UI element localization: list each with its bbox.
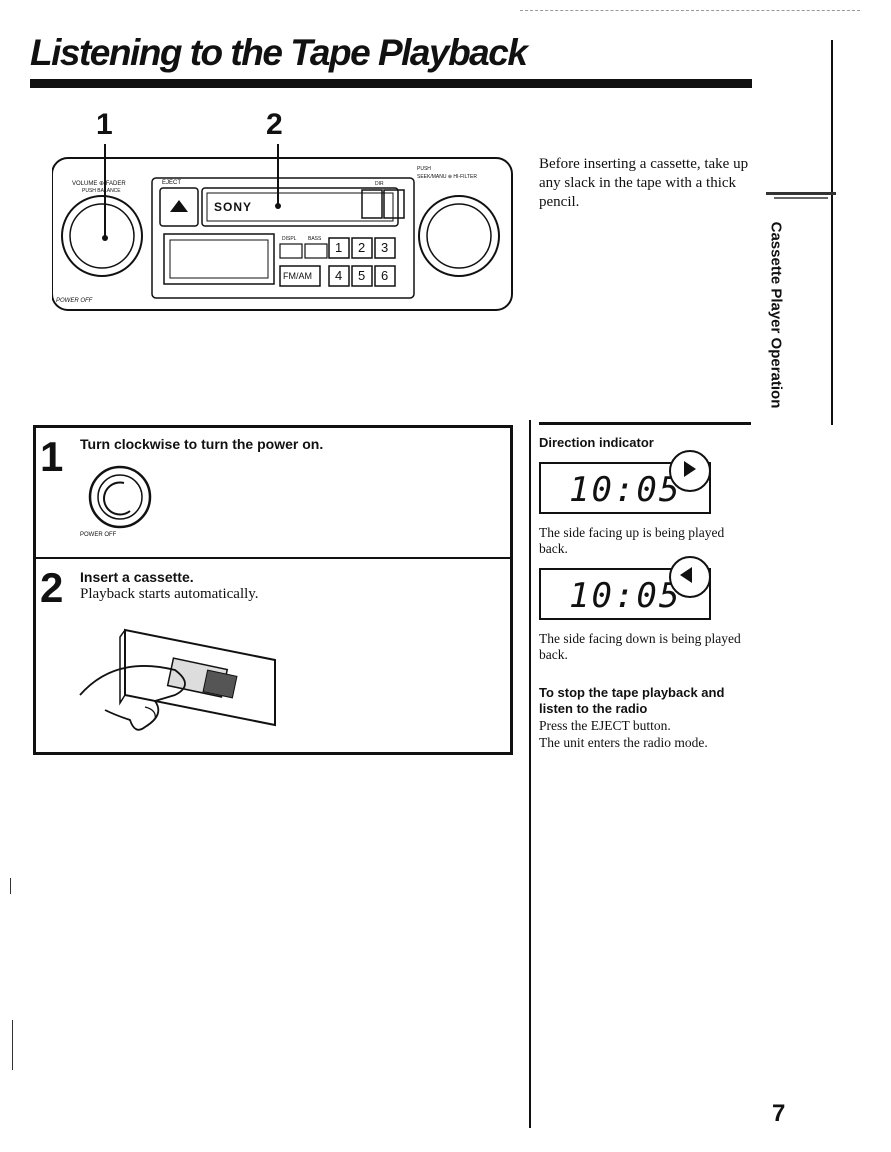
top-dashed-line xyxy=(520,10,860,11)
side-vertical-rule xyxy=(831,40,833,425)
display-2-caption: The side facing down is being played bac… xyxy=(539,631,741,662)
stereo-drawing xyxy=(52,144,513,311)
step-1-knob-label: POWER OFF xyxy=(80,532,117,538)
page-title: Listening to the Tape Playback xyxy=(30,32,528,73)
step-1-number: 1 xyxy=(40,433,64,480)
play-right-icon xyxy=(669,450,711,492)
display-side-down: 10:05 xyxy=(539,556,711,620)
label-seek-hifilter: SEEK/MANU ⊕ HI-FILTER xyxy=(417,174,477,180)
display-side-up: 10:05 xyxy=(539,450,711,514)
label-volume-fader: VOLUME ⊕ FADER xyxy=(72,181,126,187)
power-knob-icon xyxy=(80,465,160,530)
label-dir: DIR xyxy=(375,181,384,187)
label-push-balance: PUSH BALANCE xyxy=(82,188,121,194)
play-left-icon xyxy=(669,556,711,598)
column-rule xyxy=(529,420,531,1128)
label-disp: DISPL xyxy=(282,236,297,242)
step-1-heading: Turn clockwise to turn the power on. xyxy=(80,436,324,452)
side-tab-mark xyxy=(766,188,836,204)
stop-line-2: The unit enters the radio mode. xyxy=(539,735,708,750)
callout-2: 2 xyxy=(266,108,283,141)
preset-3: 3 xyxy=(381,240,389,255)
title-rule xyxy=(30,79,752,88)
stop-playback-heading: To stop the tape playback and listen to … xyxy=(539,685,725,716)
step-2-text: Playback starts automatically. xyxy=(80,586,259,602)
step-2-number: 2 xyxy=(40,564,64,611)
steps-divider xyxy=(33,557,513,559)
display-1-caption: The side facing up is being played back. xyxy=(539,525,725,556)
intro-text: Before inserting a cassette, take up any… xyxy=(539,156,749,210)
label-brand: SONY xyxy=(214,200,253,214)
label-fm-am: FM/AM xyxy=(283,271,312,281)
right-panel-rule xyxy=(539,422,751,425)
scan-mark xyxy=(12,1020,13,1070)
preset-2: 2 xyxy=(358,240,366,255)
label-power-off: POWER OFF xyxy=(56,298,93,304)
preset-5: 5 xyxy=(358,268,366,283)
display-2-digits: 10:05 xyxy=(569,576,682,616)
stop-line-1: Press the EJECT button. xyxy=(539,718,671,733)
steps-box xyxy=(33,425,513,755)
label-push-seek: PUSH xyxy=(417,166,431,172)
callout-1: 1 xyxy=(96,108,113,141)
preset-1: 1 xyxy=(335,240,343,255)
preset-6: 6 xyxy=(381,268,389,283)
section-side-label: Cassette Player Operation xyxy=(767,221,785,409)
direction-indicator-heading: Direction indicator xyxy=(539,435,654,450)
stereo-figure: 1 2 xyxy=(52,108,522,318)
label-bass: BASS xyxy=(308,236,322,242)
scan-mark xyxy=(10,878,11,894)
page-number: 7 xyxy=(772,1100,786,1127)
display-1-digits: 10:05 xyxy=(569,470,682,510)
step-2-heading: Insert a cassette. xyxy=(80,569,194,585)
cassette-insert-illustration xyxy=(75,615,305,745)
label-eject: EJECT xyxy=(162,180,182,186)
preset-4: 4 xyxy=(335,268,343,283)
